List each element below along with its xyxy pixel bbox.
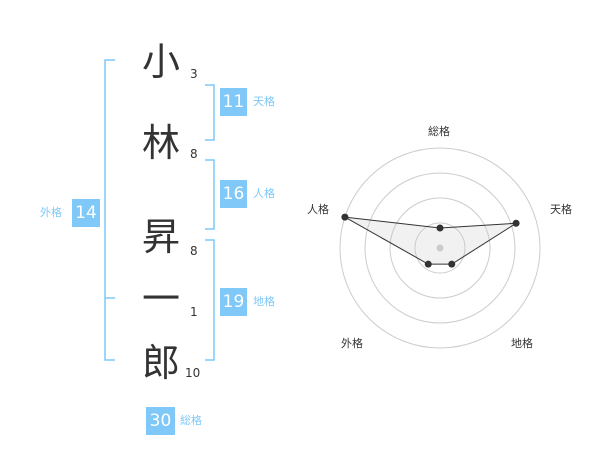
radar-point-5 — [341, 213, 349, 221]
radar-label-chikaku: 地格 — [511, 337, 533, 350]
name-char-2: 林 — [141, 121, 180, 165]
gaikaku-value: 14 — [72, 199, 100, 227]
radar-label-tenkaku: 天格 — [550, 203, 572, 216]
name-char-4: 一 — [141, 277, 180, 321]
radar-chart — [339, 147, 541, 349]
radar-label-soukaku: 総格 — [428, 125, 450, 138]
radar-center-dot — [436, 244, 444, 252]
name-char-1: 小 — [141, 40, 180, 84]
radar-point-4 — [424, 260, 432, 268]
stroke-count-1: 3 — [190, 67, 198, 81]
tenkaku-value: 11 — [220, 88, 247, 116]
soukaku-value: 30 — [146, 407, 175, 435]
chikaku-value: 19 — [220, 288, 247, 316]
jinkaku-label: 人格 — [253, 187, 275, 200]
gaikaku-bracket — [104, 59, 115, 361]
stroke-count-2: 8 — [190, 147, 198, 161]
radar-ring-3 — [364, 172, 516, 324]
name-char-5: 郎 — [141, 341, 180, 385]
stroke-count-3: 8 — [190, 244, 198, 258]
stroke-count-4: 1 — [190, 305, 198, 319]
radar-ring-2 — [389, 197, 491, 299]
jinkaku-bracket — [205, 159, 215, 230]
jinkaku-value: 16 — [220, 180, 247, 208]
gaikaku-label: 外格 — [40, 206, 62, 219]
radar-ring-4 — [339, 147, 541, 349]
radar-point-2 — [512, 219, 520, 227]
radar-ring-1 — [414, 222, 466, 274]
radar-point-1 — [436, 224, 444, 232]
stroke-count-5: 10 — [185, 366, 201, 380]
radar-label-jinkaku: 人格 — [307, 203, 329, 216]
radar-label-gaikaku: 外格 — [341, 337, 363, 350]
chikaku-bracket — [205, 239, 215, 361]
chikaku-label: 地格 — [253, 295, 275, 308]
radar-point-3 — [448, 260, 456, 268]
tenkaku-bracket — [205, 84, 215, 141]
soukaku-label: 総格 — [180, 414, 202, 427]
name-char-3: 昇 — [141, 215, 180, 259]
radar-series-polygon — [344, 216, 517, 265]
tenkaku-label: 天格 — [253, 95, 275, 108]
